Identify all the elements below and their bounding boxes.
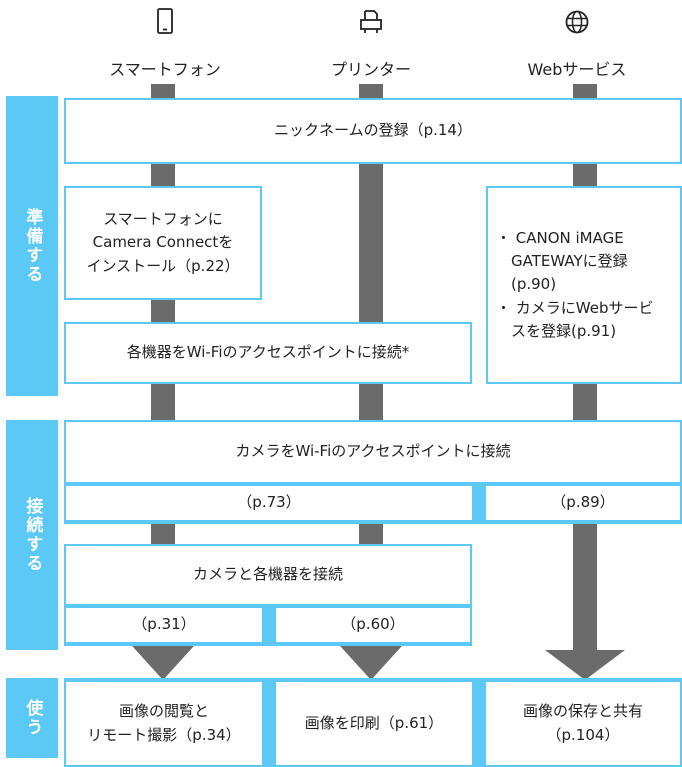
web-registration-line-2: GATEWAYに登録	[496, 252, 628, 271]
view-remote-line-1: 画像の閲覧と	[118, 702, 209, 721]
print-images-text: 画像を印刷（p.61）	[304, 713, 444, 732]
stage-label-prepare: 準備する	[6, 96, 58, 396]
page-ref-p60: （p.60）	[274, 606, 472, 644]
camera-devices-connection-box: カメラと各機器を接続	[64, 544, 472, 606]
web-registration-line-1: ・ CANON iMAGE	[496, 228, 624, 247]
smartphone-icon	[145, 6, 185, 40]
column-label-printer: プリンター	[330, 60, 411, 79]
nickname-registration-text: ニックネームの登録（p.14）	[274, 121, 472, 140]
column-label-smartphone: スマートフォン	[109, 60, 221, 79]
save-share-images-box: 画像の保存と共有 （p.104）	[484, 680, 682, 767]
web-registration-line-5: スを登録(p.91)	[496, 321, 617, 340]
globe-icon	[557, 6, 597, 40]
install-line-3: インストール（p.22）	[86, 256, 240, 275]
web-registration-line-3: (p.90)	[496, 275, 557, 294]
stage-label-connect-text: 接続する	[22, 497, 43, 573]
page-ref-p89: （p.89）	[484, 484, 682, 522]
access-point-connection-box: 各機器をWi-Fiのアクセスポイントに接続*	[64, 322, 472, 384]
print-images-box: 画像を印刷（p.61）	[274, 680, 474, 767]
page-ref-p31-text: （p.31）	[132, 615, 196, 634]
camera-wifi-connection-text: カメラをWi-Fiのアクセスポイントに接続	[235, 442, 511, 461]
web-registration-line-4: ・ カメラにWebサービ	[496, 298, 654, 317]
view-remote-shoot-box: 画像の閲覧と リモート撮影（p.34）	[64, 680, 264, 767]
camera-wifi-connection-box: カメラをWi-Fiのアクセスポイントに接続	[64, 420, 682, 484]
save-share-line-2: （p.104）	[546, 725, 620, 744]
arrow-down-printer	[331, 636, 411, 684]
web-service-registration-box: ・ CANON iMAGE GATEWAYに登録 (p.90) ・ カメラにWe…	[486, 186, 682, 384]
page-ref-p31: （p.31）	[64, 606, 264, 644]
camera-devices-connection-text: カメラと各機器を接続	[192, 565, 343, 584]
page-ref-p73: （p.73）	[64, 484, 474, 522]
stage-label-use: 使う	[6, 678, 58, 758]
page-ref-p73-text: （p.73）	[237, 493, 301, 512]
nickname-registration-box: ニックネームの登録（p.14）	[64, 98, 682, 164]
stage-label-prepare-text: 準備する	[22, 208, 43, 284]
arrow-down-smartphone	[123, 636, 203, 684]
column-label-web-service: Webサービス	[527, 60, 627, 79]
page-ref-p89-text: （p.89）	[551, 493, 615, 512]
access-point-connection-text: 各機器をWi-Fiのアクセスポイントに接続*	[126, 343, 410, 362]
stage-label-use-text: 使う	[22, 699, 43, 737]
page-ref-p60-text: （p.60）	[341, 615, 405, 634]
arrow-down-web	[545, 650, 625, 684]
stage-label-connect: 接続する	[6, 420, 58, 650]
view-remote-line-2: リモート撮影（p.34）	[87, 725, 241, 744]
install-line-2: Camera Connectを	[92, 233, 234, 252]
install-camera-connect-box: スマートフォンに Camera Connectを インストール（p.22）	[64, 186, 262, 300]
printer-icon	[351, 6, 391, 40]
install-line-1: スマートフォンに	[103, 210, 223, 229]
save-share-line-1: 画像の保存と共有	[522, 702, 643, 721]
